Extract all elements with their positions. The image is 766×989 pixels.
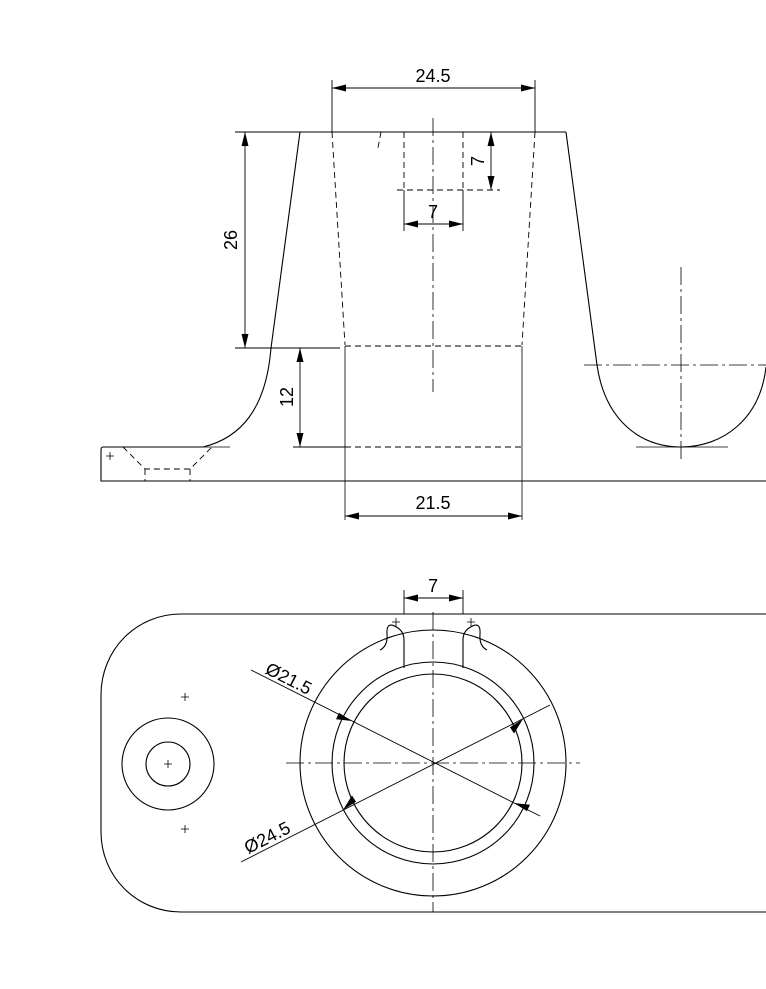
lug-mark-right — [467, 618, 475, 626]
bore-right-hidden — [521, 131, 536, 346]
dim-dia-outer-leader — [240, 704, 551, 863]
dim-h26-arrow-top — [241, 132, 249, 146]
front-dimensions: 24.5 7 7 26 12 21.5 — [221, 66, 536, 520]
dim-bore-arrow-left — [345, 512, 359, 520]
dim-dia-outer-label: Ø24.5 — [241, 818, 294, 858]
dim-top-slot-arrow-right — [449, 594, 463, 602]
dim-dia-inner-arrow-1 — [336, 712, 352, 721]
small-hidden-mark — [377, 131, 382, 149]
dim-top-slot-arrow-left — [404, 594, 418, 602]
dim-bore-arrow-right — [508, 512, 522, 520]
dim-slotw-arrow-right — [449, 220, 463, 228]
dim-top-arrow-left — [332, 84, 346, 92]
bore-left-hidden — [331, 131, 346, 346]
dim-dia-outer-arrow-2 — [510, 719, 523, 734]
base-hole-mark — [106, 452, 114, 460]
top-plate-outline — [100, 613, 766, 913]
dim-dia-inner-label: Ø21.5 — [262, 659, 315, 699]
slot-lug-right — [462, 624, 488, 668]
hole-mark-bottom — [181, 825, 189, 833]
dim-h12-arrow-bottom — [296, 433, 304, 447]
dim-depth-arrow-top — [487, 132, 495, 146]
slot-lug-left — [379, 624, 405, 668]
dim-dia-inner-arrow-2 — [514, 803, 530, 812]
mount-hole-inner — [145, 741, 191, 787]
dim-bore-width-label: 21.5 — [415, 493, 450, 513]
dim-dia-outer-arrow-1 — [343, 795, 356, 810]
dim-h26-arrow-bottom — [241, 334, 249, 348]
lug-mark-left — [392, 618, 400, 626]
dim-h12-arrow-top — [296, 348, 304, 362]
dim-top-width-label: 24.5 — [415, 66, 450, 86]
mount-hole-center — [164, 760, 172, 768]
front-body-outline — [100, 131, 766, 482]
top-dimensions: 7 Ø21.5 Ø24.5 — [240, 576, 551, 863]
dim-depth-arrow-bottom — [487, 176, 495, 190]
dim-top-slot-width-label: 7 — [428, 576, 438, 596]
dim-base-height-label: 12 — [277, 387, 297, 407]
dim-slot-depth-label: 7 — [468, 156, 488, 166]
dim-cone-height-label: 26 — [221, 230, 241, 250]
mount-hole-outer — [121, 717, 215, 811]
front-view — [100, 118, 766, 520]
dim-dia-inner-leader — [250, 669, 541, 817]
dim-slotw-arrow-left — [404, 220, 418, 228]
countersink-hidden — [122, 446, 213, 481]
dim-top-arrow-right — [521, 84, 535, 92]
hole-mark-top — [181, 693, 189, 701]
dim-slot-width-label: 7 — [428, 202, 438, 222]
